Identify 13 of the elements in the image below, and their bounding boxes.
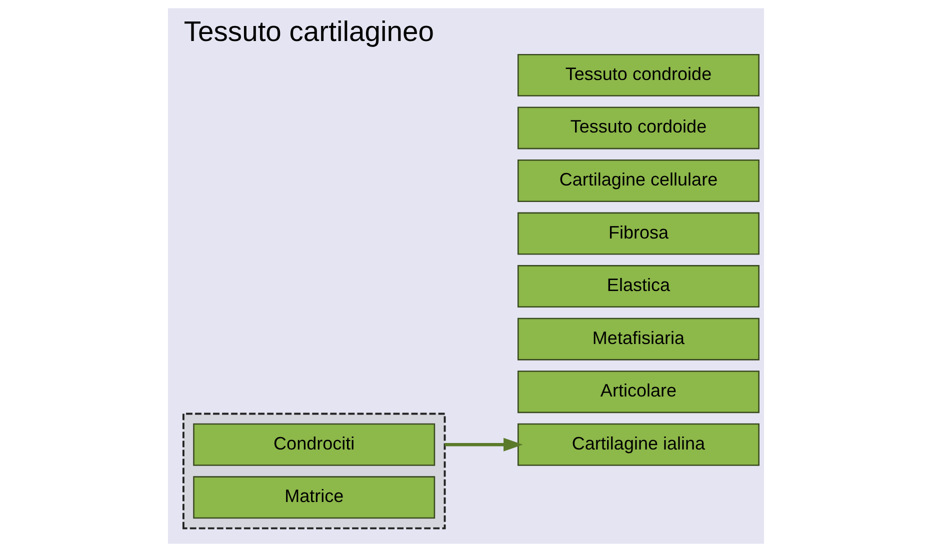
node-box: Cartilagine ialina <box>518 423 760 466</box>
node-box: Tessuto condroide <box>518 54 760 96</box>
node-box: Articolare <box>518 370 760 414</box>
node-box: Elastica <box>518 265 760 308</box>
node-box: Condrociti <box>193 423 436 466</box>
node-box: Fibrosa <box>518 212 760 255</box>
node-box: Cartilagine cellulare <box>518 160 760 202</box>
arrow <box>444 438 523 452</box>
node-box: Tessuto cordoide <box>518 106 760 150</box>
cluster <box>182 412 446 530</box>
node-box: Metafisiaria <box>518 318 760 360</box>
node-box: Matrice <box>193 476 436 519</box>
diagram-title: Tessuto cartilagineo <box>184 15 434 48</box>
